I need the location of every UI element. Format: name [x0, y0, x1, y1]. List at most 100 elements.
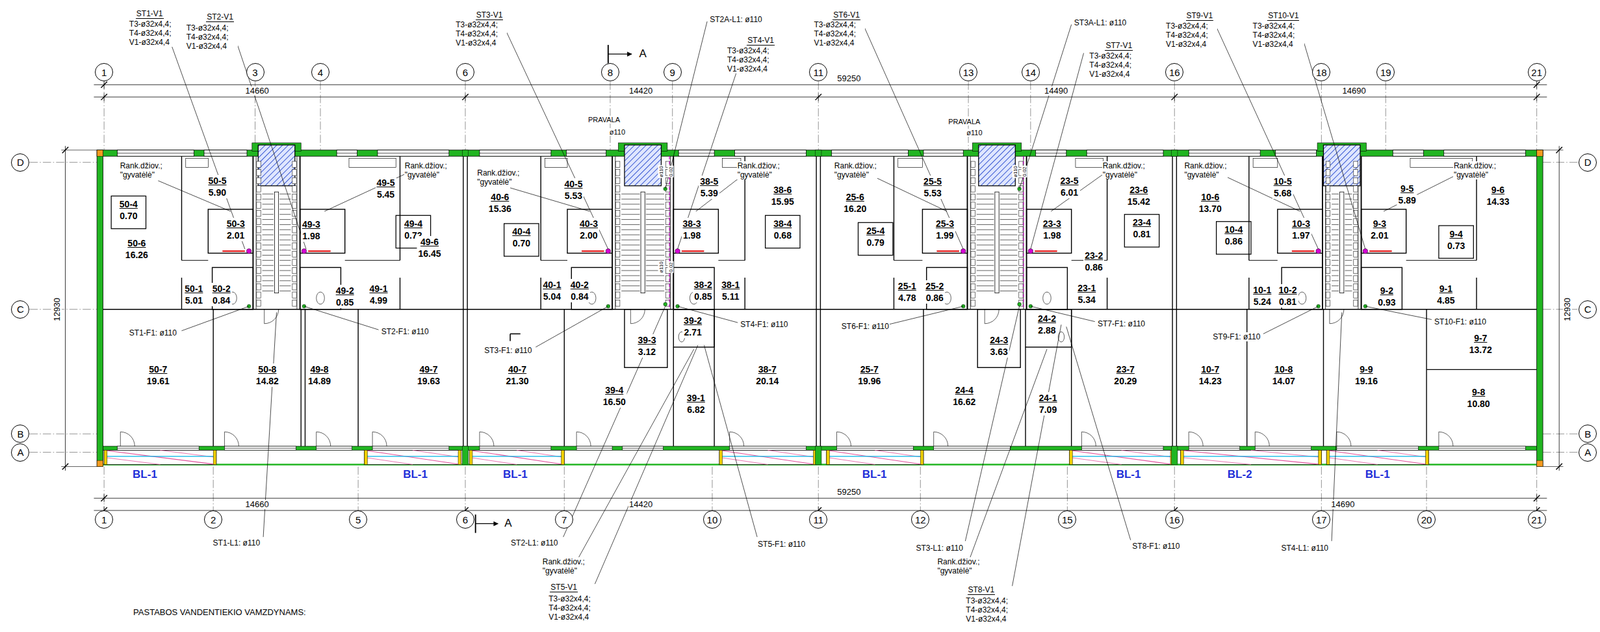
radiator-note: Rank.džiov.; "gyvatėlė" — [476, 168, 520, 187]
room-label: 10-31.97 — [1290, 217, 1312, 242]
window — [923, 150, 964, 156]
pipe-fitting — [1353, 243, 1358, 249]
stair-tread — [1331, 198, 1339, 200]
room-number: 10-5 — [1272, 175, 1294, 188]
axis-name: 1 — [101, 514, 107, 526]
axis-name: B — [16, 428, 24, 440]
bathroom-wall — [1277, 209, 1323, 254]
stair-tread — [1000, 244, 1018, 246]
room-area: 5.04 — [541, 290, 563, 303]
room-number: 40-6 — [487, 191, 513, 203]
water-riser — [1316, 248, 1322, 254]
interior-wall — [744, 277, 746, 310]
grid-line — [358, 466, 359, 511]
stair-tread — [1331, 239, 1339, 240]
stair-tread — [621, 280, 640, 281]
balcony-rail — [364, 455, 462, 457]
pipe-fitting — [1353, 291, 1358, 298]
axis-name: 19 — [1380, 66, 1392, 78]
room-number: 24-2 — [1036, 312, 1058, 325]
axis-bubble: 14 — [1021, 63, 1040, 82]
window-glass — [566, 152, 606, 154]
stair-tread — [621, 239, 640, 240]
room-area: 0.85 — [692, 290, 714, 303]
door-swing — [630, 309, 645, 324]
room-label: 50-20.84 — [211, 282, 233, 307]
stair-tread — [279, 204, 291, 205]
grid-line — [103, 466, 105, 511]
grid-line — [1174, 81, 1175, 151]
leader-line — [677, 46, 746, 249]
pipe-fitting — [1353, 202, 1358, 208]
radiator-note: Rank.džiov.; "gyvatėlė" — [404, 161, 448, 180]
riser-tag: ST4-V1 — [746, 36, 775, 46]
balcony-post — [469, 449, 473, 465]
stair-tread — [279, 290, 291, 292]
stair-tread — [645, 213, 665, 215]
stair-tread — [976, 259, 995, 261]
axis-bubble: 4 — [311, 63, 330, 82]
balcony-mark: BL-1 — [502, 469, 529, 479]
riser-tag: ST10-V1 — [1267, 11, 1300, 21]
balcony-post — [1318, 449, 1322, 465]
dimension-text: 14420 — [628, 86, 654, 96]
pipe-note: ø110 — [1012, 165, 1019, 179]
room-area: 2.00 — [578, 229, 600, 242]
party-wall — [815, 155, 817, 446]
pipe-fitting — [1353, 234, 1358, 241]
room-number: 10-6 — [1197, 191, 1224, 203]
room-area: 2.88 — [1036, 324, 1058, 336]
pipe-fitting — [970, 185, 975, 192]
stair-tread — [1331, 213, 1339, 215]
room-area: 20.14 — [754, 374, 780, 387]
room-label: 9-40.73 — [1445, 228, 1467, 252]
stair-tread — [1331, 290, 1339, 292]
closet-wall — [857, 222, 893, 255]
heating-pipe — [581, 250, 605, 252]
pipe-fitting — [292, 243, 297, 249]
stair-tread — [279, 249, 291, 251]
notes-heading: PASTABOS VANDENTIEKIO VAMZDYNAMS: — [132, 607, 307, 617]
pipe-fitting — [256, 169, 261, 176]
pipe-fitting — [1019, 267, 1023, 273]
pipe-fitting — [1019, 209, 1023, 216]
pipe-fitting — [970, 275, 975, 282]
room-label: 39-22.71 — [682, 314, 704, 338]
stair-tread — [976, 208, 995, 210]
axis-name: 8 — [607, 66, 613, 78]
stair-tread — [279, 265, 291, 266]
window — [372, 445, 450, 450]
pipe-fitting — [970, 234, 975, 241]
room-number: 10-2 — [1277, 283, 1299, 296]
door-swing — [1254, 431, 1270, 446]
closet-wall — [111, 195, 146, 229]
radiator-note: Rank.džiov.; "gyvatėlė" — [1453, 161, 1497, 180]
stair-tread — [1000, 208, 1018, 210]
stair-tread — [1000, 249, 1018, 251]
interior-wall — [304, 309, 306, 446]
leader-line — [1019, 24, 1072, 190]
dimension-text: 14690 — [1330, 499, 1355, 509]
pipe-fitting — [616, 161, 620, 168]
stair-tread — [621, 270, 640, 271]
axis-bubble: 1 — [94, 63, 114, 82]
grid-line — [1385, 81, 1387, 151]
room-number: 23-1 — [1076, 282, 1097, 294]
stair-tread — [262, 274, 274, 276]
balcony-mark: BL-1 — [1115, 469, 1142, 479]
core-wall — [256, 155, 257, 310]
axis-name: 11 — [812, 514, 824, 526]
axis-name: 16 — [1169, 514, 1181, 526]
axis-name: C — [1584, 303, 1592, 315]
axis-bubble: 11 — [809, 63, 828, 82]
window-glass — [479, 152, 552, 154]
balcony-rail — [1180, 455, 1322, 457]
balcony-hatch — [364, 456, 414, 465]
pipe-callout: ST9-F1: ø110 — [1212, 332, 1261, 342]
axis-name: 5 — [355, 514, 361, 526]
room-label: 10-20.81 — [1277, 283, 1299, 308]
axis-name: C — [16, 303, 25, 315]
balcony-post — [826, 449, 830, 465]
balcony-rail — [469, 455, 565, 457]
room-label: 38-31.98 — [681, 217, 703, 242]
